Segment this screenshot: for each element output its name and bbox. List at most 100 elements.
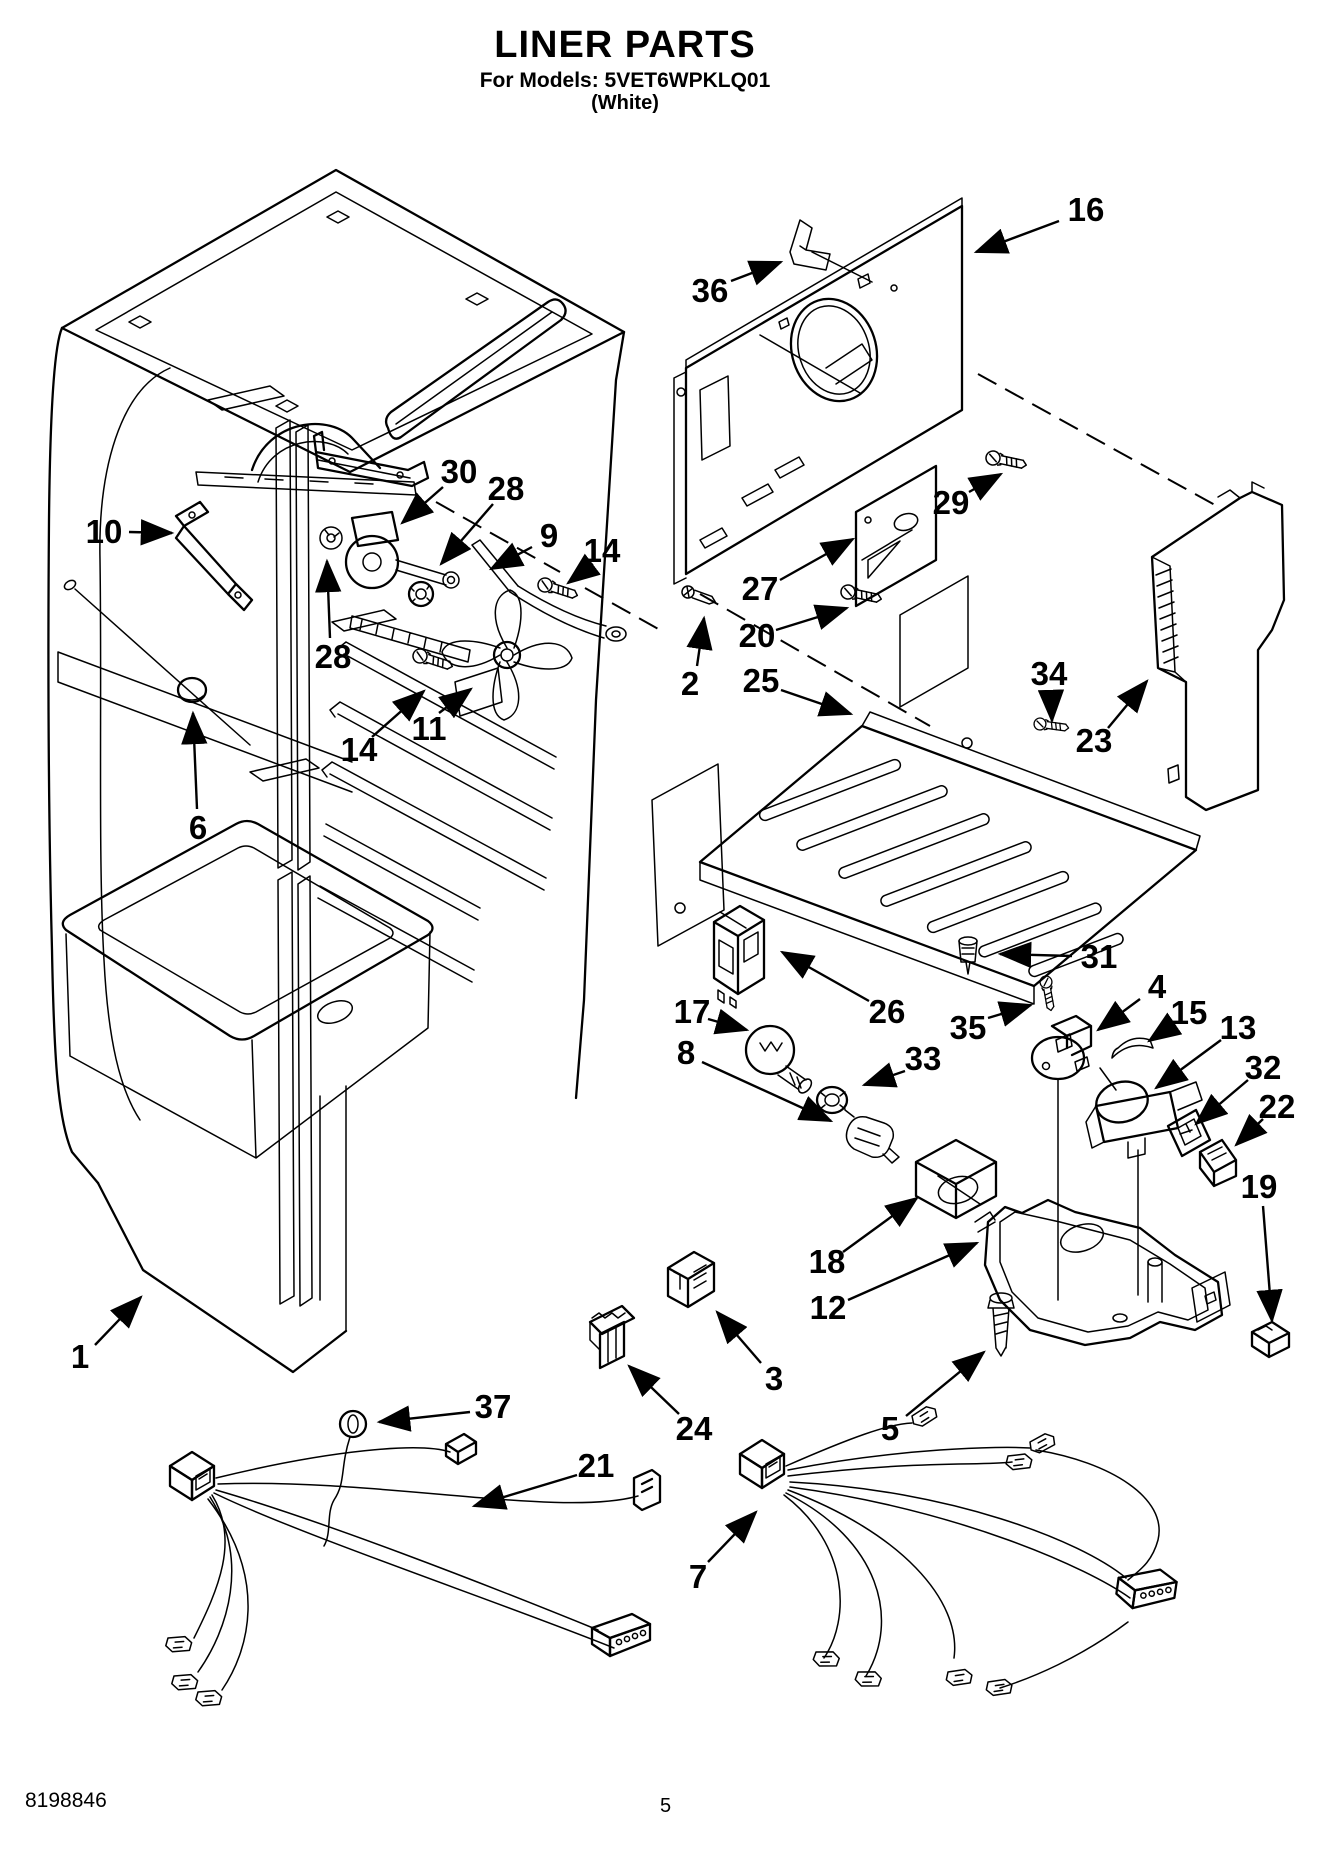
callout-22: 22: [1258, 1088, 1296, 1125]
callout-17: 17: [673, 993, 711, 1030]
callout-36: 36: [691, 272, 729, 309]
wiring-harness-7: [738, 1404, 1180, 1700]
callout-33: 33: [904, 1040, 942, 1077]
title-block: LINER PARTS For Models: 5VET6WPKLQ01 (Wh…: [0, 24, 1250, 114]
callout-10: 10: [85, 513, 123, 550]
leader-arrow-14: [371, 689, 426, 738]
leader-arrow-2: [686, 615, 713, 667]
document-number: 8198846: [25, 1789, 107, 1812]
leader-arrow-12: [847, 1241, 980, 1302]
air-tower-23: [1150, 481, 1286, 812]
fan-blade-11: [441, 589, 573, 721]
clip-3: [666, 1250, 716, 1309]
leader-arrow-28: [315, 558, 342, 639]
wiring-harness-21: [163, 1432, 662, 1711]
top-bracket-rail: [195, 430, 430, 496]
leader-arrow-18: [842, 1196, 919, 1253]
callout-32: 32: [1244, 1049, 1282, 1086]
leader-arrow-17: [707, 1008, 750, 1035]
callout-8: 8: [676, 1034, 696, 1071]
leader-arrow-36: [730, 260, 784, 286]
callout-29: 29: [932, 484, 970, 521]
page-title: LINER PARTS: [494, 24, 756, 66]
fasteners: [410, 448, 1071, 1357]
callout-18: 18: [808, 1243, 846, 1280]
callout-9: 9: [539, 517, 559, 554]
callout-19: 19: [1240, 1168, 1278, 1205]
leader-arrow-8: [701, 1060, 834, 1123]
leader-arrow-30: [400, 486, 444, 525]
defrost-thermostat-4: [1030, 1014, 1093, 1301]
bulb-socket-33: [815, 1085, 900, 1164]
drain-pan-12: [974, 1198, 1231, 1347]
leader-arrow-15: [1147, 1012, 1183, 1043]
trim-clip-15: [1111, 1037, 1154, 1059]
leader-arrow-14: [566, 553, 601, 585]
callout-26: 26: [868, 993, 906, 1030]
fan-mount-bracket-9: [471, 539, 627, 642]
callout-24: 24: [675, 1410, 713, 1447]
leader-arrow-20: [775, 604, 850, 632]
leader-arrow-10: [128, 519, 175, 546]
callout-5: 5: [880, 1410, 900, 1447]
shelf-bracket-10: [174, 500, 254, 612]
leader-arrow-16: [973, 219, 1060, 254]
callout-leader-layer: [94, 219, 1283, 1563]
leader-arrow-24: [627, 1364, 680, 1415]
callout-11: 11: [411, 710, 447, 747]
callout-14: 14: [340, 731, 378, 768]
callout-3: 3: [764, 1360, 784, 1397]
callout-2: 2: [680, 665, 700, 702]
callout-16: 16: [1067, 191, 1105, 228]
leader-arrow-11: [438, 687, 473, 719]
leader-arrow-33: [861, 1062, 906, 1088]
callout-23: 23: [1075, 722, 1113, 759]
push-pin-31: [958, 936, 978, 975]
models-line: For Models: 5VET6WPKLQ01: [479, 68, 771, 92]
light-bulb-17: [744, 1024, 813, 1094]
leader-arrow-23: [1107, 679, 1149, 729]
callout-31: 31: [1080, 938, 1118, 975]
leader-arrow-26: [779, 950, 870, 1003]
relay-24: [588, 1304, 636, 1370]
leader-arrow-35: [987, 1001, 1034, 1027]
callout-20: 20: [738, 617, 776, 654]
leader-arrow-32: [1194, 1079, 1249, 1126]
leader-arrow-34: [1037, 689, 1065, 724]
leader-arrow-19: [1256, 1205, 1283, 1324]
callout-30: 30: [440, 453, 478, 490]
evaporator-cover-25: [651, 711, 1201, 1005]
grommet-37: [323, 1409, 368, 1547]
callout-21: 21: [577, 1447, 615, 1484]
evaporator-fan-motor-30: [319, 510, 471, 663]
leader-arrow-28: [439, 503, 494, 566]
leader-arrow-27: [779, 537, 856, 582]
leader-arrow-22: [1234, 1113, 1268, 1147]
evaporator-back-panel-16: [435, 197, 1216, 727]
leader-arrow-21: [471, 1473, 578, 1510]
callout-14: 14: [583, 532, 621, 569]
callout-25: 25: [742, 662, 780, 699]
callout-15: 15: [1170, 994, 1208, 1031]
leader-arrow-25: [780, 688, 854, 717]
lamp-housing-18: [914, 1138, 998, 1220]
leader-arrow-6: [181, 710, 208, 810]
leader-arrow-4: [1096, 998, 1141, 1032]
leader-arrow-13: [1154, 1039, 1222, 1090]
cold-control-thermostat-13: [1085, 1067, 1203, 1296]
finish-line: (White): [591, 92, 659, 115]
callout-6: 6: [188, 809, 208, 846]
leader-arrow-3: [715, 1310, 762, 1364]
callout-1: 1: [70, 1338, 90, 1375]
leader-arrow-29: [967, 472, 1004, 501]
callout-35: 35: [949, 1009, 987, 1046]
leader-arrow-5: [905, 1350, 986, 1417]
page-number: 5: [660, 1795, 672, 1817]
screw-5: [987, 1292, 1015, 1357]
leader-arrow-31: [997, 941, 1073, 969]
switch-22: [1198, 1138, 1238, 1188]
callout-7: 7: [688, 1558, 708, 1595]
leader-arrow-1: [94, 1295, 143, 1346]
